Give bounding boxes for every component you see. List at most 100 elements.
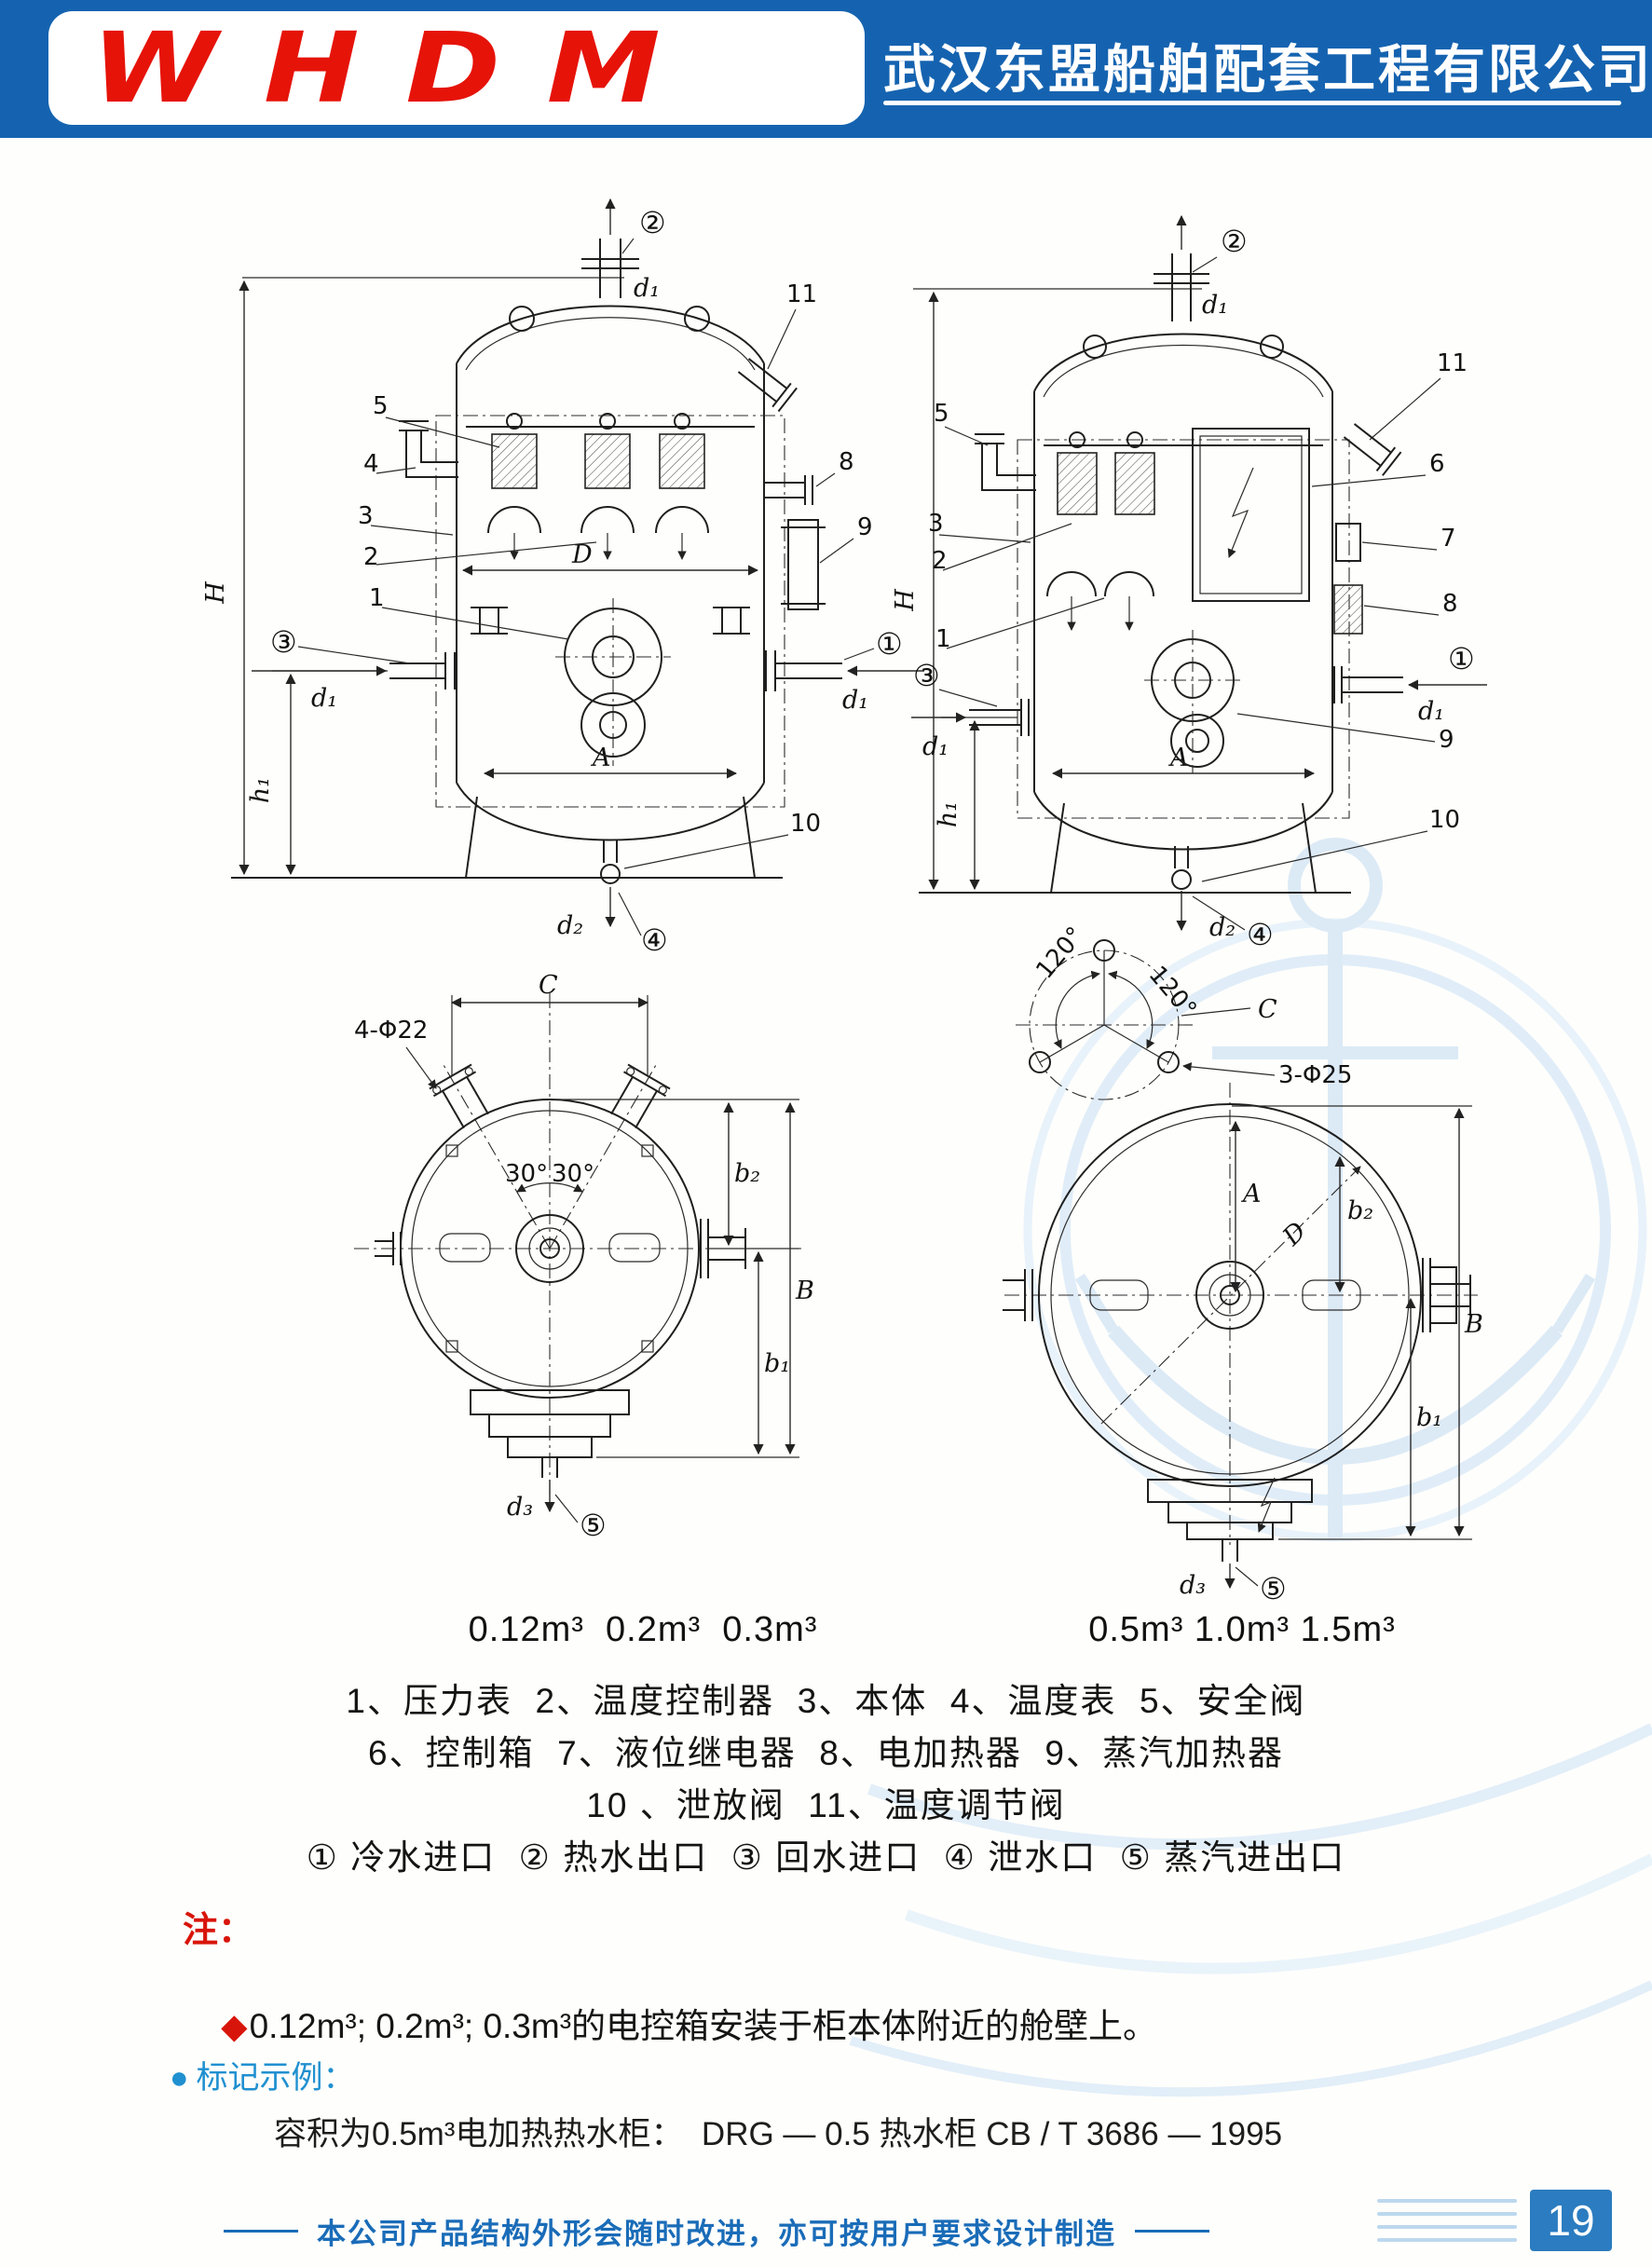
callout-cold-inlet: ① (1448, 641, 1475, 676)
label-9: 9 (1439, 726, 1454, 754)
left-elbow-safety-valve (975, 433, 1036, 491)
label-bolt-holes: 4-Φ22 (354, 1017, 428, 1045)
tank-plan-circle (1038, 1103, 1422, 1487)
bottom-pedestal: d₃ ⑤ (470, 1389, 630, 1543)
label-d2: d₂ (557, 911, 583, 940)
marking-title-text: 标记示例： (196, 2060, 355, 2096)
label-d1-right: d₁ (842, 686, 868, 715)
label-C: C (1258, 995, 1277, 1024)
top-outlet-nozzle: ② d₁ (581, 198, 666, 303)
right-dimensions: B b₁ (1232, 1105, 1483, 1540)
dimension-C: C (450, 971, 649, 1076)
right-callout-labels: 6 7 8 9 (1236, 450, 1458, 754)
callout-return-inlet: ③ (913, 658, 940, 693)
cold-water-inlet: ① d₁ (1333, 641, 1487, 726)
label-b1: b₁ (764, 1349, 790, 1378)
steam-heater-coils (555, 598, 671, 766)
centerlines (354, 993, 801, 1500)
footer-dash-left (224, 2230, 298, 2233)
label-angle-120-left: 120° (1031, 922, 1089, 984)
callout-hot-water-outlet: ② (1221, 224, 1248, 259)
label-A: A (590, 744, 611, 772)
label-b1: b₁ (1416, 1403, 1442, 1432)
bolt-circle-detail: 120° 120° C 3-Φ25 (1016, 922, 1352, 1100)
marking-example-title: ●标记示例： (170, 2052, 355, 2097)
label-3: 3 (928, 510, 944, 538)
callout-drain-outlet: ④ (641, 922, 668, 958)
label-H: H (891, 589, 920, 612)
page-number-badge: 19 (1530, 2190, 1612, 2251)
parts-line-4: ① 冷水进口 ② 热水出口 ③ 回水进口 ④ 泄水口 ⑤ 蒸汽进出口 (306, 1838, 1346, 1877)
label-10: 10 (1429, 806, 1460, 834)
label-A: A (1240, 1180, 1262, 1209)
label-3: 3 (358, 502, 374, 530)
callout-cold-inlet: ① (876, 626, 903, 662)
label-d3: d₃ (1180, 1571, 1206, 1600)
stripe (1377, 2212, 1517, 2216)
return-water-inlet: ③ d₁ (252, 624, 456, 713)
label-5: 5 (934, 400, 949, 428)
label-4: 4 (363, 450, 379, 478)
label-7: 7 (1440, 525, 1456, 553)
label-C: C (539, 971, 558, 1000)
label-2: 2 (363, 543, 379, 571)
bottom-drain: d₂ ④ 10 (557, 810, 821, 958)
right-dimensions: b₂ B b₁ (553, 1099, 814, 1458)
top-outlet-nozzle: ② d₁ (1154, 214, 1248, 321)
capacity-caption-large: 0.5m³ 1.0m³ 1.5m³ (1088, 1610, 1396, 1649)
page-number: 19 (1547, 2196, 1595, 2245)
dimension-lines: H h₁ D A (201, 277, 783, 879)
footer-note-text: 本公司产品结构外形会随时改进，亦可按用户要求设计制造 (317, 2218, 1116, 2250)
label-angle-30-right: 30° (552, 1160, 594, 1188)
note-text: 0.12m³; 0.2m³; 0.3m³的电控箱安装于柜本体附近的舱壁上。 (249, 2007, 1158, 2045)
label-11: 11 (1437, 349, 1468, 377)
label-d1-left: d₁ (922, 732, 949, 761)
top-nozzles: 4-Φ22 30° 30° (354, 1017, 671, 1193)
callout-return-inlet: ③ (270, 624, 297, 660)
logo-box: WHDM (48, 11, 865, 125)
drawing-side-view-small-tank: H h₁ D A ② d₁ 1 (201, 198, 924, 958)
diamond-bullet-icon: ◆ (221, 2007, 248, 2045)
stripe (1377, 2199, 1517, 2203)
label-D: D (571, 540, 593, 569)
label-d1-right: d₁ (1418, 697, 1444, 726)
company-logo: WHDM (91, 11, 707, 125)
internal-heaters (466, 413, 755, 635)
label-6: 6 (1429, 450, 1445, 478)
capacity-caption-small: 0.12m³ 0.2m³ 0.3m³ (468, 1610, 818, 1649)
label-H: H (201, 581, 230, 605)
drawing-top-view-small-tank: 4-Φ22 30° 30° C b₂ (354, 971, 814, 1543)
callout-steam-inlet-outlet: ⑤ (580, 1508, 607, 1543)
company-underline (883, 101, 1621, 105)
left-callout-labels: 5 3 2 1 (928, 400, 1105, 653)
footer-stripes (1377, 2199, 1517, 2251)
page-header: WHDM 武汉东盟船舶配套工程有限公司 (0, 0, 1652, 138)
note-title: 注： (183, 1911, 254, 1950)
label-11: 11 (786, 280, 817, 308)
dimension-lines: H h₁ A (891, 288, 1351, 894)
parts-line-3: 10 、泄放阀 11、温度调节阀 (586, 1786, 1066, 1824)
label-d3: d₃ (507, 1493, 533, 1522)
footer-note-row: 本公司产品结构外形会随时改进，亦可按用户要求设计制造 (224, 2210, 1209, 2252)
note-line: ◆0.12m³; 0.2m³; 0.3m³的电控箱安装于柜本体附近的舱壁上。 (183, 1959, 1157, 2087)
stripe (1377, 2225, 1517, 2229)
inner-dimensions: A b₂ D (1230, 1120, 1373, 1293)
label-5: 5 (373, 392, 389, 420)
temp-regulating-valve: 11 (1343, 349, 1468, 476)
drawing-top-view-large-tank: 120° 120° C 3-Φ25 A b₂ D (1003, 922, 1483, 1603)
centerlines (1004, 1083, 1478, 1545)
label-1: 1 (935, 625, 951, 653)
label-8: 8 (839, 448, 854, 476)
internal-equipment (1044, 428, 1323, 631)
temp-regulating-valve: 11 (737, 280, 817, 413)
label-B: B (795, 1277, 814, 1305)
bullet-icon: ● (170, 2060, 189, 2096)
steam-heater-coils (1144, 630, 1241, 773)
label-angle-30-left: 30° (505, 1160, 548, 1188)
label-B: B (1464, 1310, 1483, 1339)
cold-water-inlet: ① d₁ (765, 626, 924, 715)
label-b2: b₂ (734, 1159, 760, 1188)
bottom-pedestal: d₃ ⑤ (1147, 1477, 1313, 1603)
callout-hot-water-outlet: ② (639, 205, 666, 240)
